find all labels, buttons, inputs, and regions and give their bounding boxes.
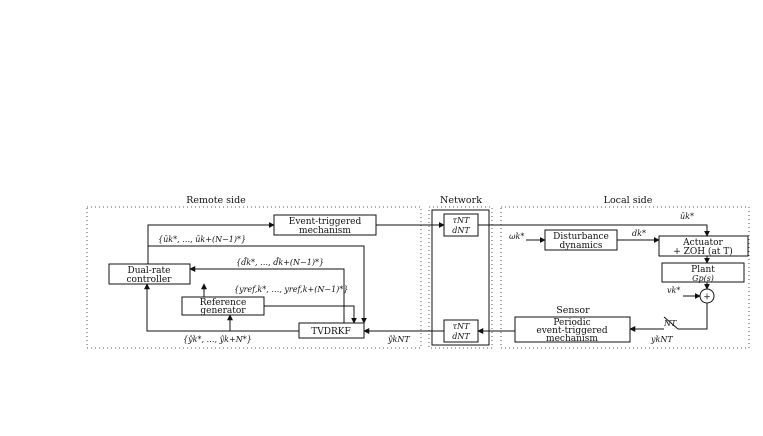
- u-set-label: {ūk*, …, ūk+(N−1)*}: [158, 235, 246, 244]
- y-hat-set-label: {ŷk*, …, ŷk+N*}: [183, 335, 252, 344]
- svg-text:dNT: dNT: [452, 226, 470, 235]
- network-packet-bottom: τNT dNT: [443, 319, 479, 343]
- sensor-title: Sensor: [556, 305, 590, 316]
- dual-rate-controller-block: Dual-rate controller: [108, 263, 191, 285]
- wire-tvdrkf-to-controller-dhat: [189, 266, 345, 323]
- svg-text:dNT: dNT: [452, 332, 470, 341]
- plant-block: Plant Gp(s): [661, 262, 745, 283]
- network-inner-frame: [431, 209, 490, 346]
- wire-summer-to-sensor: [630, 303, 708, 329]
- nt-label: NT: [663, 319, 677, 328]
- wire-network-to-actuator: [478, 224, 710, 237]
- disturbance-dynamics-block: Disturbance dynamics: [544, 229, 618, 251]
- d-local-label: dk*: [632, 229, 646, 238]
- svg-text:+ ZOH (at T): + ZOH (at T): [673, 246, 733, 257]
- svg-text:controller: controller: [127, 275, 173, 285]
- remote-side-frame: [86, 206, 422, 349]
- summing-junction: +: [699, 288, 715, 304]
- u-local-label: ūk*: [680, 212, 694, 221]
- wire-tvdrkf-to-controller-yhat: [144, 283, 299, 332]
- v-local-label: vk*: [667, 286, 680, 295]
- svg-text:event-triggered: event-triggered: [536, 326, 607, 336]
- network-packet-top: τNT dNT: [443, 213, 479, 237]
- svg-text:TVDRKF: TVDRKF: [311, 327, 350, 337]
- svg-text:τNT: τNT: [453, 322, 470, 331]
- svg-text:Periodic: Periodic: [553, 318, 590, 328]
- y-sensor-label: ykNT: [650, 335, 673, 344]
- svg-text:+: +: [703, 293, 711, 303]
- local-side-frame: [500, 206, 750, 349]
- svg-text:Plant: Plant: [691, 265, 715, 275]
- remote-side-title: Remote side: [186, 195, 246, 206]
- y-ref-set-label: {yref,k*, …, yref,k+(N−1)*}: [234, 285, 348, 294]
- svg-text:τNT: τNT: [453, 216, 470, 225]
- svg-text:mechanism: mechanism: [299, 226, 351, 236]
- wire-reference-to-tvdrkf: [264, 305, 357, 324]
- svg-text:Event-triggered: Event-triggered: [289, 217, 362, 227]
- svg-text:generator: generator: [200, 306, 246, 316]
- wire-controller-to-tvdrkf: [148, 245, 367, 324]
- network-title: Network: [440, 195, 482, 206]
- event-triggered-block: Event-triggered mechanism: [273, 214, 377, 236]
- svg-text:Disturbance: Disturbance: [553, 232, 609, 242]
- svg-text:mechanism: mechanism: [546, 334, 598, 344]
- svg-text:Actuator: Actuator: [682, 238, 723, 248]
- reference-generator-block: Reference generator: [181, 296, 265, 316]
- periodic-event-triggered-block: Periodic event-triggered mechanism: [514, 316, 631, 344]
- omega-label: ωk*: [509, 232, 524, 241]
- y-hat-out-label: ŷkNT: [387, 335, 410, 344]
- svg-text:Gp(s): Gp(s): [692, 274, 714, 283]
- d-hat-set-label: {d̂k*, …, d̂k+(N−1)*}: [236, 256, 324, 267]
- svg-text:Dual-rate: Dual-rate: [128, 266, 171, 276]
- svg-text:Reference: Reference: [200, 298, 247, 308]
- local-side-title: Local side: [604, 195, 653, 206]
- actuator-block: Actuator + ZOH (at T): [658, 235, 749, 257]
- tvdrkf-block: TVDRKF: [298, 322, 365, 339]
- svg-text:dynamics: dynamics: [559, 241, 602, 251]
- wire-controller-to-event: [147, 222, 275, 264]
